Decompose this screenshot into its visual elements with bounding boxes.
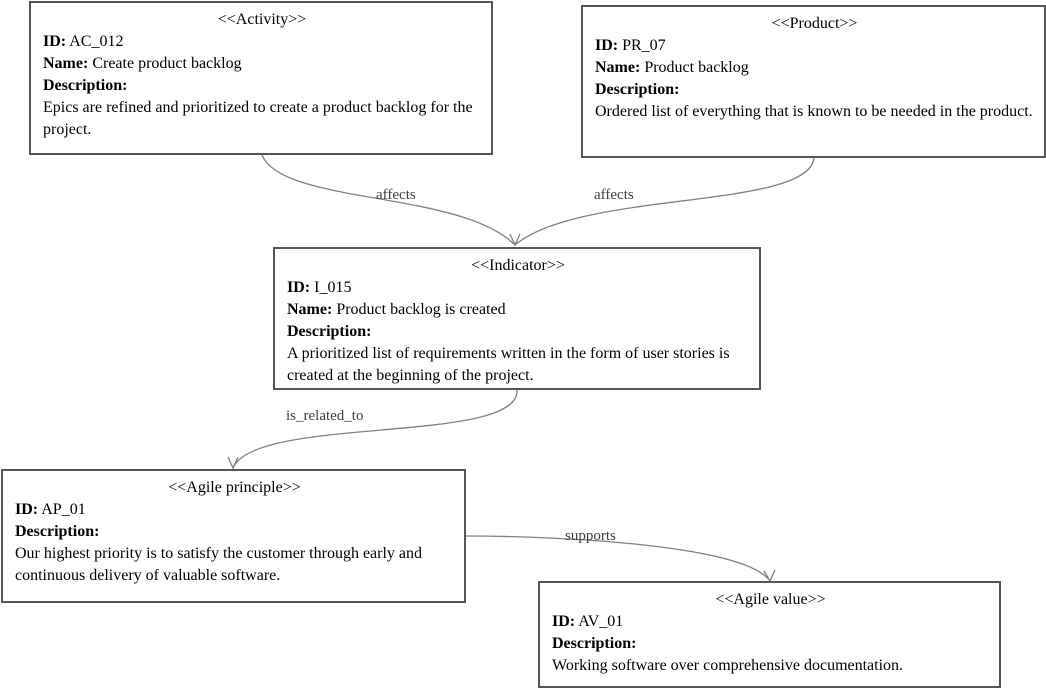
node-id-value: AV_01 [578,613,624,630]
edge-label-affects-1: affects [376,187,416,203]
node-id-label: ID [15,501,33,518]
node-id-value: AP_01 [41,501,86,518]
node-description-label: Description [552,635,632,652]
indicator-node: <<Indicator>> ID: I_015 Name: Product ba… [273,247,761,390]
edge-activity-indicator [261,154,516,246]
node-description-text: Epics are refined and prioritized to cre… [43,99,473,138]
edge-label-affects-2: affects [594,187,634,203]
node-name-value: Product backlog is created [336,301,506,318]
node-name-row: Name: Create product backlog [43,55,242,72]
node-description-row: Description: [43,77,128,94]
node-id-row: ID: I_015 [287,279,352,296]
node-id-row: ID: AC_012 [43,33,124,50]
node-description-label: Description [43,77,123,94]
node-name-label: Name [43,55,83,72]
node-name-value: Product backlog [644,59,749,76]
edge-label-is-related-to: is_related_to [286,408,363,424]
node-description-row: Description: [287,323,372,340]
node-id-label: ID [552,613,570,630]
node-stereotype: <<Activity>> [217,11,307,28]
agile-value-node: <<Agile value>> ID: AV_01 Description: W… [538,581,1001,688]
node-description-text: Our highest priority is to satisfy the c… [15,545,423,584]
node-description-row: Description: [15,523,100,540]
node-description-text: Working software over comprehensive docu… [552,657,904,674]
node-name-row: Name: Product backlog is created [287,301,506,318]
node-stereotype: <<Agile principle>> [168,479,301,496]
edge-arrowhead [509,233,521,247]
agile-principle-node: <<Agile principle>> ID: AP_01 Descriptio… [1,469,466,603]
node-id-row: ID: AV_01 [552,613,624,630]
activity-node: <<Activity>> ID: AC_012 Name: Create pro… [29,1,493,155]
node-description-row: Description: [552,635,637,652]
node-description-label: Description [595,81,675,98]
edge-product-indicator [514,157,815,246]
node-name-label: Name [595,59,635,76]
product-node: <<Product>> ID: PR_07 Name: Product back… [581,5,1046,158]
node-description-label: Description [287,323,367,340]
node-id-label: ID [43,33,61,50]
node-id-row: ID: PR_07 [595,37,666,54]
node-description-row: Description: [595,81,680,98]
edge-arrowhead [227,456,239,470]
node-id-value: I_015 [314,279,352,296]
node-stereotype: <<Agile value>> [715,591,826,608]
node-id-label: ID [287,279,305,296]
node-description-text: Ordered list of everything that is known… [595,103,1033,120]
node-id-value: AC_012 [69,33,124,50]
edge-principle-value [465,535,771,582]
edge-indicator-principle [232,389,518,469]
node-stereotype: <<Product>> [771,15,858,32]
node-id-row: ID: AP_01 [15,501,86,518]
node-description-text: A prioritized list of requirements writt… [287,345,730,384]
node-description-label: Description [15,523,95,540]
node-id-label: ID [595,37,613,54]
node-name-value: Create product backlog [92,55,242,72]
node-name-row: Name: Product backlog [595,59,749,76]
node-name-label: Name [287,301,327,318]
node-id-value: PR_07 [622,37,666,54]
edge-label-supports: supports [565,528,616,544]
node-stereotype: <<Indicator>> [471,257,565,274]
